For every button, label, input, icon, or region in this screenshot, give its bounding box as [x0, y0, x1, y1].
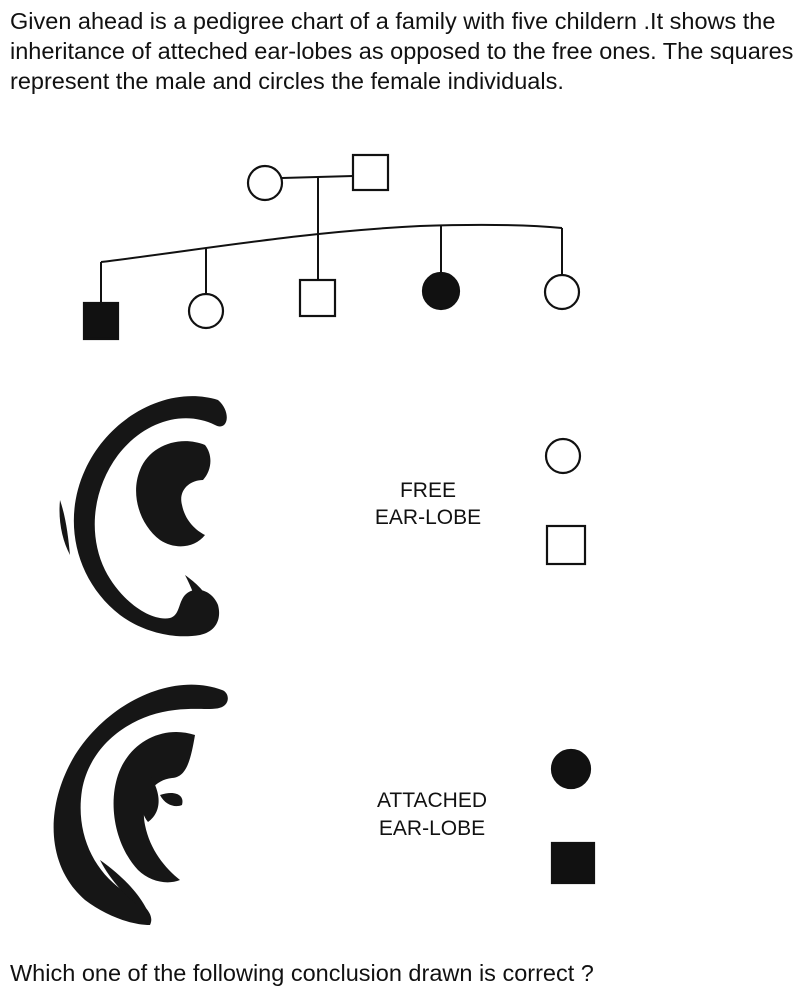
legend-attached-line2: EAR-LOBE — [379, 817, 485, 840]
pedigree-chart — [82, 153, 581, 341]
free-ear-lobe-illustration — [59, 396, 227, 637]
legend-attached-female-symbol — [550, 748, 592, 790]
child-1-male-attached — [82, 301, 120, 341]
legend-free-female-symbol — [544, 437, 582, 475]
child-5-female-free — [543, 273, 581, 311]
question-text: Given ahead is a pedigree chart of a fam… — [10, 8, 794, 94]
parent-father — [351, 153, 390, 192]
child-3-male-free — [298, 278, 337, 318]
legend-free-line1: FREE — [400, 479, 456, 502]
footer-question-text: Which one of the following conclusion dr… — [10, 960, 594, 986]
legend-free-male-symbol — [545, 524, 587, 566]
sibship-line — [100, 223, 563, 263]
child-2-female-free — [187, 292, 225, 330]
attached-ear-lobe-illustration — [53, 684, 228, 925]
legend-free-line2: EAR-LOBE — [375, 506, 481, 529]
legend-attached-line1: ATTACHED — [377, 789, 487, 812]
legend-attached-male-symbol — [550, 841, 596, 885]
parent-mother — [246, 164, 284, 202]
child-4-female-attached — [421, 271, 461, 311]
